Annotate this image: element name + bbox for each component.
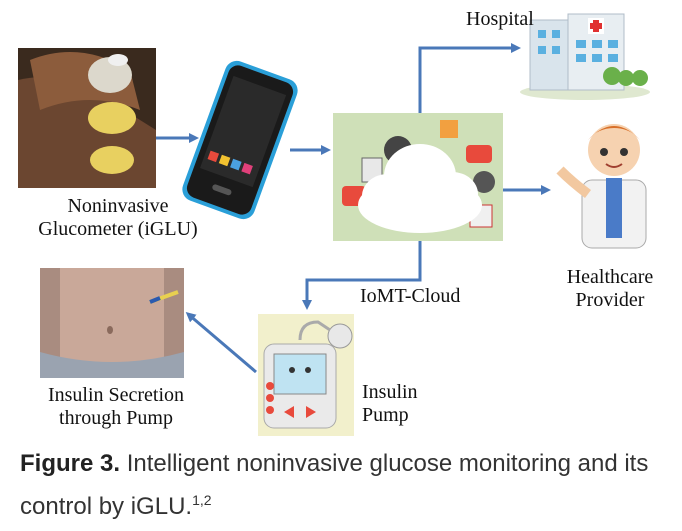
label-secretion-line2: through Pump [59,407,173,429]
doctor-icon [556,124,647,249]
label-insulin-secretion: Insulin Secretion through Pump [30,384,202,430]
label-healthcare-line1: Healthcare [566,266,654,288]
label-glucometer-line2: Glucometer (iGLU) [38,218,198,240]
label-healthcare-line2: Provider [575,289,645,311]
label-secretion-line1: Insulin Secretion [47,384,185,406]
hospital-icon [520,13,650,100]
arrow-cloud-to-hospital [418,43,521,113]
label-iomt-cloud: IoMT-Cloud [360,285,461,307]
figure-caption: Figure 3. Intelligent noninvasive glucos… [20,446,670,525]
label-glucometer: Noninvasive Glucometer (iGLU) [18,195,218,241]
caption-text: Intelligent noninvasive glucose monitori… [20,450,649,520]
label-hospital: Hospital [466,8,534,30]
finger-sensor-photo [18,48,156,188]
label-insulin-pump: Insulin Pump [362,381,418,427]
smartphone-icon [182,60,298,220]
label-pump-line2: Pump [362,404,409,426]
caption-refs: 1,2 [192,492,212,508]
cloud-icon [333,113,503,241]
caption-figure-label: Figure 3. [20,450,121,477]
flow-arrows [156,43,551,374]
label-pump-line1: Insulin [362,381,418,403]
label-glucometer-line1: Noninvasive [67,195,169,217]
arrow-pump-to-abdomen [185,312,257,374]
abdomen-photo [40,268,184,378]
insulin-pump-icon [258,314,354,436]
arrow-cloud-to-pump [302,241,422,310]
diagram-canvas [18,13,650,436]
label-healthcare-provider: Healthcare Provider [540,266,680,312]
